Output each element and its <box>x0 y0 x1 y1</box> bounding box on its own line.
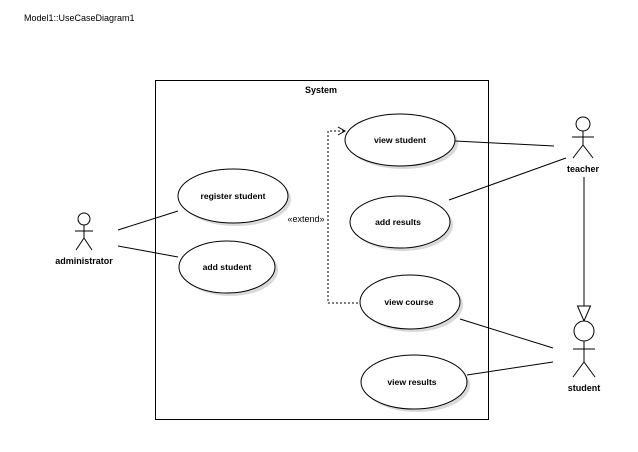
actor-student[interactable]: student <box>568 320 601 393</box>
actor-label: teacher <box>567 164 600 174</box>
system-label: System <box>305 85 337 95</box>
actor-label: student <box>568 383 601 393</box>
assoc-administrator-add-student <box>117 245 179 258</box>
use-case-view-results[interactable]: view results <box>360 354 468 410</box>
stick-figure-icon <box>572 320 596 378</box>
associations <box>117 140 567 376</box>
generalization-student-teacher <box>576 177 592 323</box>
assoc-teacher-view-student <box>454 140 555 147</box>
use-case-register-student[interactable]: register student <box>177 168 289 224</box>
extend-label: «extend» <box>287 214 324 224</box>
assoc-student-view-results <box>466 361 554 376</box>
system-boundary <box>155 80 489 420</box>
stick-figure-icon <box>572 116 594 159</box>
use-case-label: add results <box>375 217 421 227</box>
extend-dependency <box>327 126 362 304</box>
use-case-label: view results <box>387 377 436 387</box>
assoc-administrator-register-student <box>117 210 179 231</box>
use-case-add-student[interactable]: add student <box>178 240 276 294</box>
stick-figure-icon <box>75 212 93 251</box>
assoc-teacher-add-results <box>448 157 567 201</box>
use-case-view-student[interactable]: view student <box>344 113 456 167</box>
actor-teacher[interactable]: teacher <box>567 116 600 174</box>
use-case-view-course[interactable]: view course <box>359 274 461 330</box>
diagram-title: Model1::UseCaseDiagram1 <box>24 13 135 23</box>
use-case-label: register student <box>201 191 266 201</box>
actor-administrator[interactable]: administrator <box>55 212 113 266</box>
actor-label: administrator <box>55 256 113 266</box>
use-case-label: add student <box>203 262 252 272</box>
use-case-add-results[interactable]: add results <box>349 195 451 249</box>
use-case-label: view student <box>374 135 426 145</box>
assoc-student-view-course <box>459 318 554 349</box>
use-case-label: view course <box>384 297 433 307</box>
